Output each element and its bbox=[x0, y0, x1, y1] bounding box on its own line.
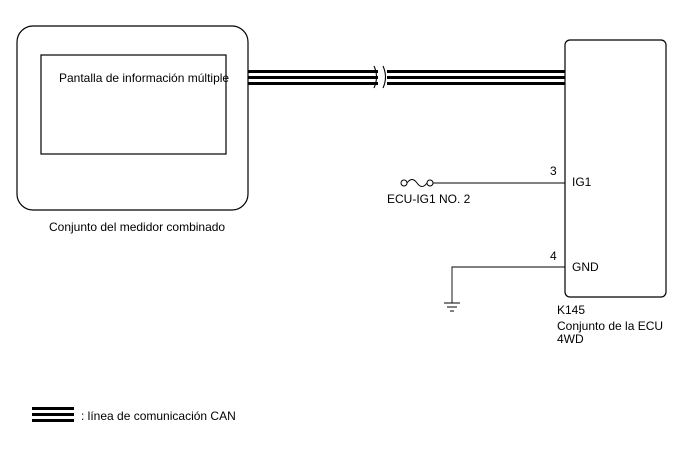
combination-meter-caption: Conjunto del medidor combinado bbox=[49, 220, 226, 234]
combination-meter-body bbox=[16, 25, 249, 211]
fuse-label: ECU-IG1 NO. 2 bbox=[387, 192, 471, 206]
pin-4-number: 4 bbox=[550, 249, 557, 263]
pin-ig1-label: IG1 bbox=[572, 175, 592, 189]
gnd-wire bbox=[451, 266, 565, 303]
legend-can-line-label: : línea de comunicación CAN bbox=[81, 409, 236, 423]
multi-info-display-label: Pantalla de información múltiple bbox=[59, 71, 230, 85]
fuse-icon bbox=[400, 179, 434, 187]
can-bus-line-icon bbox=[248, 65, 565, 89]
pin-3-number: 3 bbox=[550, 164, 557, 178]
ecu-4wd-body bbox=[564, 39, 667, 298]
multi-info-display bbox=[40, 54, 227, 155]
pin-gnd-label: GND bbox=[572, 260, 599, 274]
ground-icon bbox=[444, 302, 460, 312]
legend-can-line-icon bbox=[32, 407, 74, 422]
ecu-code-label: K145 bbox=[557, 303, 586, 317]
